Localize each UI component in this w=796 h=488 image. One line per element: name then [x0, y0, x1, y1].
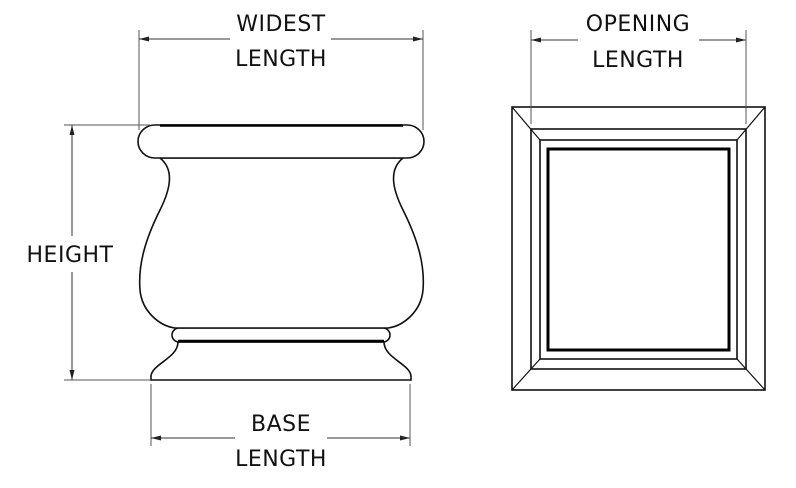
opening-label-line2: LENGTH — [592, 48, 684, 73]
arrow-right-icon — [413, 36, 423, 42]
vase-body — [138, 157, 425, 329]
opening-length-dimension: OPENING LENGTH — [530, 12, 747, 124]
arrow-left-icon — [531, 37, 541, 43]
vase-base — [150, 341, 412, 381]
arrow-right-icon — [736, 37, 746, 43]
arrow-right-icon — [400, 435, 410, 441]
widest-label-line2: LENGTH — [235, 47, 327, 72]
opening-label-line1: OPENING — [586, 12, 690, 37]
arrow-left-icon — [139, 36, 149, 42]
arrow-down-icon — [69, 370, 75, 380]
arrow-left-icon — [151, 435, 161, 441]
vase-drawing — [137, 124, 425, 381]
vase-rim — [137, 124, 425, 159]
arrow-up-icon — [69, 125, 75, 135]
widest-length-dimension: WIDEST LENGTH — [138, 12, 424, 130]
base-label-line1: BASE — [251, 412, 311, 437]
miter-lines — [511, 106, 766, 391]
base-length-dimension: BASE LENGTH — [150, 384, 411, 472]
opening — [546, 147, 731, 352]
height-dimension: HEIGHT — [27, 124, 150, 381]
height-label: HEIGHT — [27, 243, 114, 268]
widest-label-line1: WIDEST — [236, 12, 326, 37]
planter-top-view — [511, 106, 766, 391]
base-label-line2: LENGTH — [235, 447, 327, 472]
